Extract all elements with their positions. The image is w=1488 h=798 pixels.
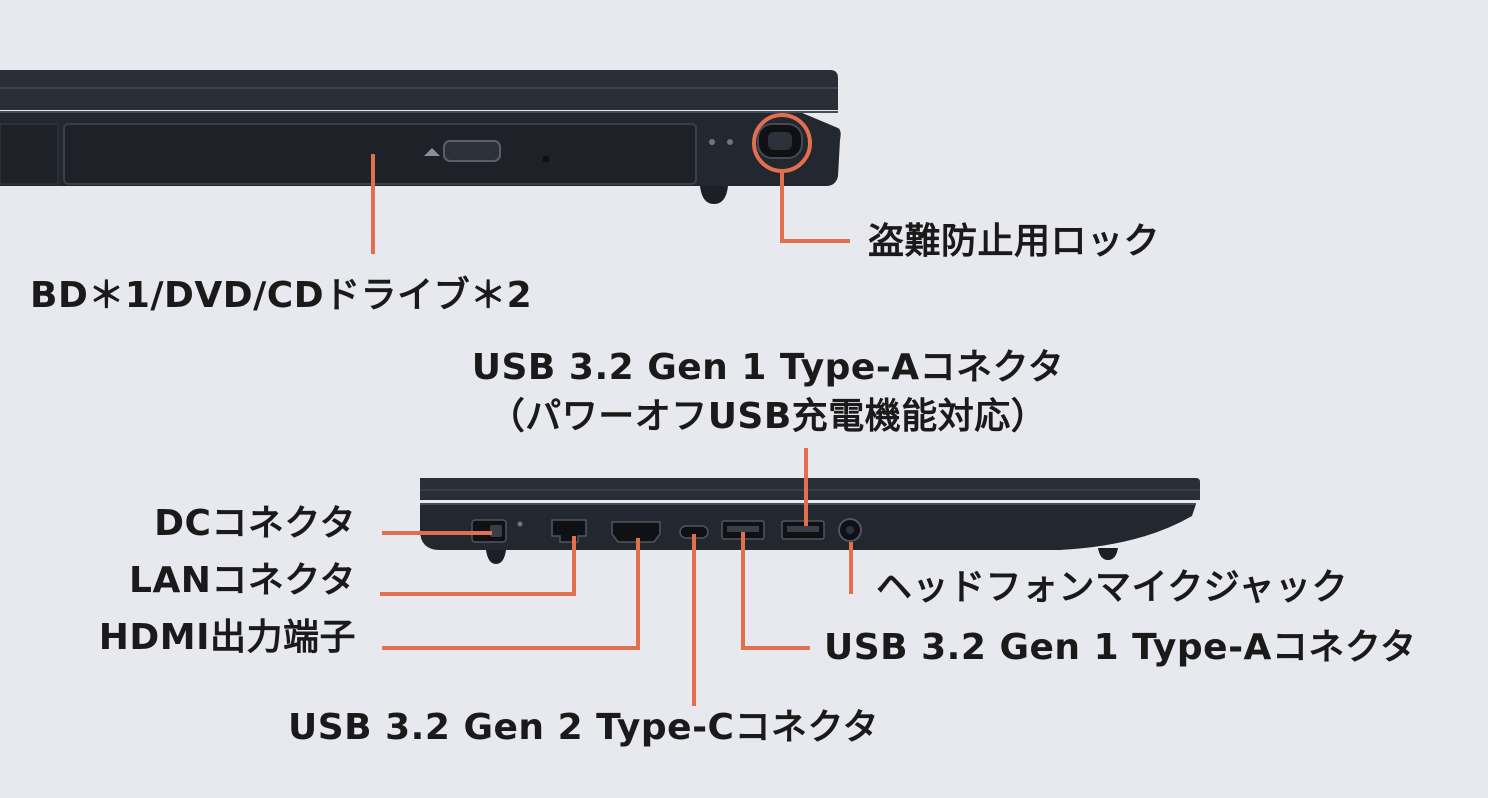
headphone-jack-hole bbox=[846, 526, 854, 534]
usb-a-tongue bbox=[787, 526, 819, 532]
label-hdmi: HDMI出力端子 bbox=[98, 617, 356, 658]
label-lan: LANコネクタ bbox=[129, 560, 356, 601]
lan-port-icon bbox=[551, 519, 587, 543]
label-dc: DCコネクタ bbox=[154, 503, 356, 544]
side-lid bbox=[420, 478, 1200, 500]
label-security-lock: 盗難防止用ロック bbox=[868, 221, 1161, 262]
emergency-eject-hole bbox=[542, 155, 550, 163]
dc-port-pin bbox=[490, 525, 502, 537]
callout-line-lock bbox=[780, 171, 850, 243]
label-usb-a-power-off-line2: （パワーオフUSB充電機能対応） bbox=[488, 396, 1048, 437]
indicator-led bbox=[727, 139, 733, 145]
label-usb-a: USB 3.2 Gen 1 Type-Aコネクタ bbox=[824, 627, 1417, 668]
label-usb-a-power-off-line1: USB 3.2 Gen 1 Type-Aコネクタ bbox=[471, 347, 1065, 388]
laptop-top-view bbox=[0, 70, 850, 254]
label-usb-c: USB 3.2 Gen 2 Type-Cコネクタ bbox=[288, 707, 880, 748]
laptop-side-view bbox=[380, 448, 1200, 706]
side-foot-right bbox=[1098, 548, 1118, 560]
usb-a-tongue bbox=[727, 526, 759, 532]
security-lock-inner bbox=[768, 132, 792, 150]
eject-icon bbox=[424, 148, 440, 156]
hdmi-port-icon bbox=[611, 521, 661, 543]
optical-drive-tray bbox=[63, 123, 697, 185]
label-optical-drive: BD＊1/DVD/CDドライブ＊2 bbox=[30, 275, 533, 316]
label-headphone-mic: ヘッドフォンマイクジャック bbox=[876, 567, 1348, 608]
side-foot-left bbox=[486, 550, 506, 564]
dc-led bbox=[517, 521, 523, 527]
laptop-lid bbox=[0, 70, 838, 110]
callout-line-usb-a bbox=[741, 532, 810, 650]
rubber-foot bbox=[700, 186, 728, 204]
callout-line-lan bbox=[380, 536, 576, 596]
indicator-led bbox=[709, 139, 715, 145]
eject-button bbox=[443, 140, 501, 162]
left-panel bbox=[0, 123, 59, 185]
callout-line-hdmi bbox=[382, 538, 640, 650]
